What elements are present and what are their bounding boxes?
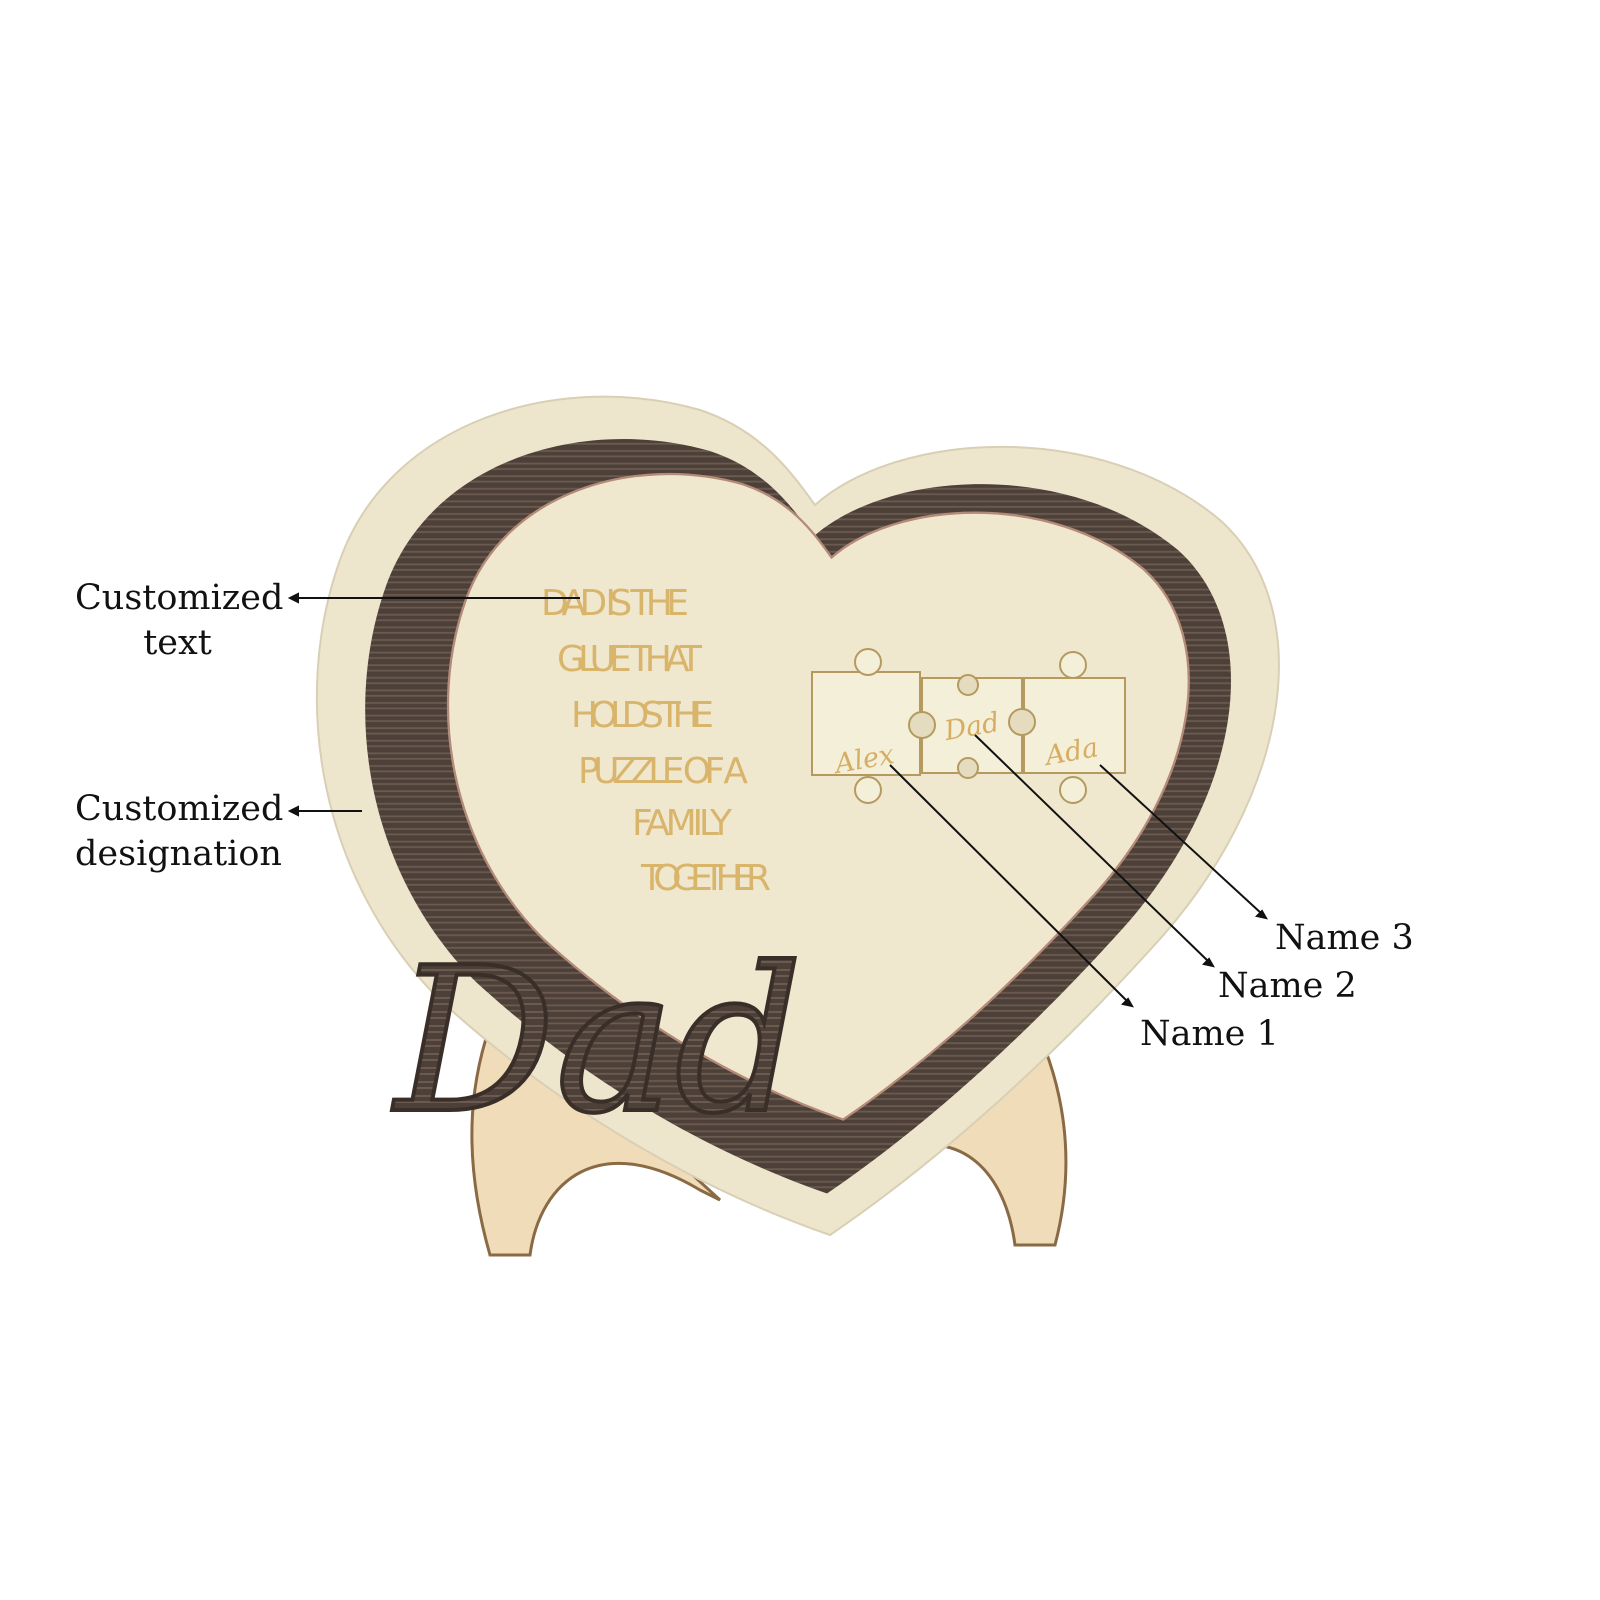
label-customized-designation: Customized designation [75,787,283,877]
designation-cutout: Dad [391,925,803,1158]
quote-line: FAMILY [632,803,733,844]
label-line: Customized [75,789,284,829]
quote-line: PUZZLE OF A [578,751,748,792]
label-name-1: Name 1 [1140,1014,1279,1054]
puzzle-pieces [811,648,1126,804]
quote-line: DAD IS THE [541,583,689,624]
arrow-head-icon [1202,957,1215,968]
quote-line: TOGETHER [640,858,771,899]
customized-quote: DAD IS THE GLUE THAT HOLDS THE PUZZLE OF… [541,583,771,899]
arrow-head-icon [287,592,299,604]
arrow-head-icon [287,805,299,817]
label-line: Customized [75,578,284,618]
quote-line: GLUE THAT [557,639,703,680]
arrow-head-icon [1255,909,1268,920]
label-name-2: Name 2 [1218,966,1357,1006]
label-name-3: Name 3 [1275,918,1414,958]
annotation-lines [287,592,1268,1008]
puzzle-piece [811,671,921,776]
arrow-head-icon [1121,997,1134,1008]
puzzle-piece [1023,677,1126,774]
label-customized-text: Customized text [75,576,284,666]
label-line: text [143,623,212,663]
quote-line: HOLDS THE [571,695,714,736]
label-line: designation [75,834,282,874]
